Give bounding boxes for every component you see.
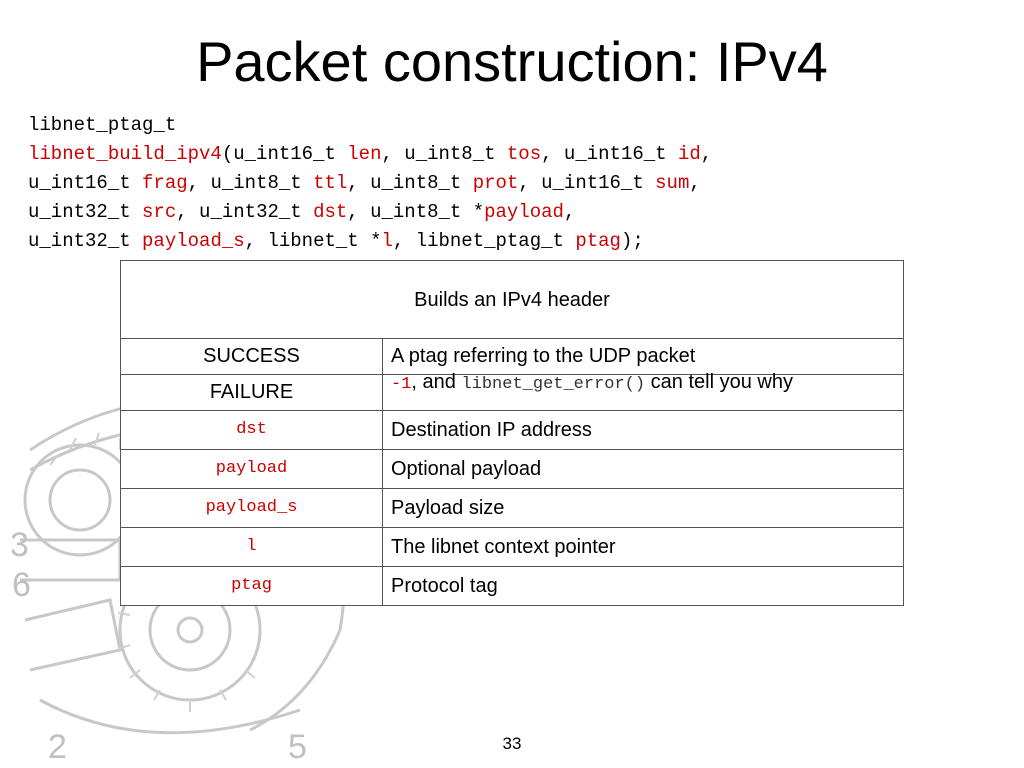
type-token: , u_int32_t (28, 201, 576, 252)
success-label: SUCCESS (120, 338, 383, 375)
param-token: sum (655, 172, 690, 194)
type-token: , libnet_t * (244, 230, 382, 252)
type-token: , u_int32_t (176, 201, 314, 223)
param-description: Payload size (382, 488, 904, 528)
type-token: , u_int8_t * (347, 201, 485, 223)
param-token: tos (506, 143, 542, 165)
function-info-table: Builds an IPv4 header SUCCESS A ptag ref… (120, 260, 904, 606)
type-token: , u_int16_t (28, 143, 713, 194)
param-name: ptag (120, 566, 383, 606)
type-token: , u_int16_t (518, 172, 656, 194)
failure-function: libnet_get_error() (461, 375, 646, 394)
param-token: dst (313, 201, 348, 223)
type-token: ); (620, 230, 644, 252)
watermark-digit: 3 (10, 526, 29, 564)
failure-label: FAILURE (120, 374, 383, 411)
failure-code: -1 (391, 375, 412, 394)
type-token: , u_int32_t (28, 172, 701, 223)
param-token: l (381, 230, 393, 252)
param-name: l (120, 527, 383, 567)
type-token: (u_int16_t (221, 143, 348, 165)
watermark-digit: 6 (12, 566, 31, 604)
type-token: , u_int8_t (381, 143, 507, 165)
param-token: payload (484, 201, 564, 223)
failure-text-end: can tell you why (645, 371, 793, 393)
table-caption: Builds an IPv4 header (120, 260, 904, 339)
param-name: payload_s (120, 488, 383, 528)
param-token: payload_s (142, 230, 245, 252)
signature-arguments: (u_int16_t len, u_int8_t tos, u_int16_t … (28, 143, 712, 252)
param-description: The libnet context pointer (382, 527, 904, 567)
failure-description: -1, and libnet_get_error() can tell you … (382, 371, 904, 411)
function-signature: libnet_ptag_t libnet_build_ipv4(u_int16_… (28, 111, 998, 256)
type-token: , u_int16_t (541, 143, 678, 165)
param-token: ttl (313, 172, 348, 194)
param-name: dst (120, 410, 383, 450)
param-name: payload (120, 449, 383, 489)
param-description: Optional payload (382, 449, 904, 489)
param-description: Destination IP address (382, 410, 904, 450)
param-token: len (347, 143, 382, 165)
param-token: ptag (575, 230, 621, 252)
param-token: id (677, 143, 701, 165)
param-token: prot (472, 172, 519, 194)
watermark-digit: 2 (48, 728, 67, 766)
success-description: A ptag referring to the UDP packet (382, 338, 904, 375)
page-number: 33 (502, 734, 522, 753)
type-token: , u_int8_t (187, 172, 314, 194)
return-type: libnet_ptag_t (28, 114, 177, 136)
slide-title: Packet construction: IPv4 (196, 30, 828, 93)
type-token: , libnet_ptag_t (392, 230, 576, 252)
param-token: frag (142, 172, 188, 194)
watermark-digit: 5 (288, 728, 307, 766)
function-name: libnet_build_ipv4 (28, 143, 222, 165)
failure-text: , and (411, 371, 462, 393)
type-token: , u_int8_t (347, 172, 473, 194)
param-description: Protocol tag (382, 566, 904, 606)
param-token: src (142, 201, 177, 223)
